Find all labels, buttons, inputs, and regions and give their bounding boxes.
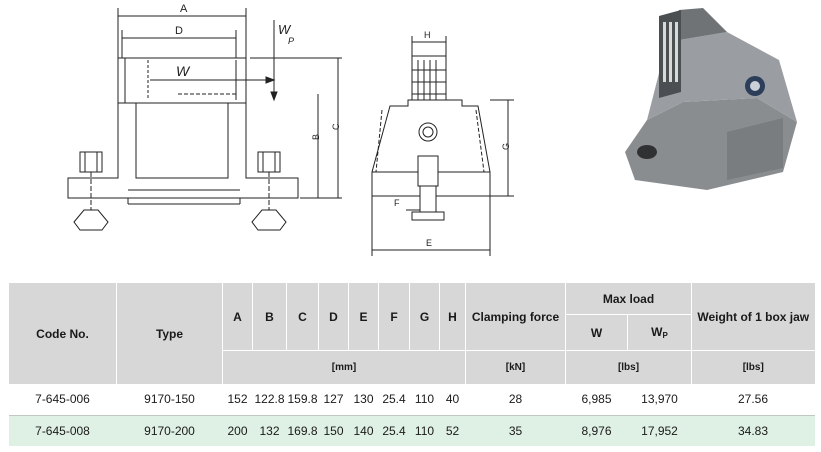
header-dim-f: F xyxy=(378,282,410,351)
header-wp: WP xyxy=(626,314,692,351)
unit-lbs-load: [lbs] xyxy=(564,350,692,384)
cell-d: 127 xyxy=(318,384,349,416)
dim-label-wp: W xyxy=(278,22,292,37)
cell-b: 122.8 xyxy=(252,384,287,416)
cell-weight: 27.56 xyxy=(691,384,815,416)
cell-code: 7-645-006 xyxy=(8,384,117,416)
header-dim-b: B xyxy=(252,282,287,351)
unit-lbs-weight: [lbs] xyxy=(691,350,815,384)
dim-label-c: C xyxy=(331,123,341,130)
cell-h: 40 xyxy=(439,384,466,416)
header-dim-e: E xyxy=(348,282,379,351)
header-dim-d: D xyxy=(318,282,349,351)
dim-label-wp-sub: P xyxy=(288,36,294,46)
header-max-load: Max load xyxy=(564,282,692,315)
unit-mm: [mm] xyxy=(222,350,466,384)
cell-f: 25.4 xyxy=(378,384,410,416)
cell-wp: 17,952 xyxy=(627,415,692,446)
cell-c: 169.8 xyxy=(286,415,319,446)
product-photo xyxy=(607,2,807,194)
spec-table: Code No. Type A B C D E F G H Clamping f… xyxy=(8,282,815,446)
dim-label-d: D xyxy=(175,25,183,37)
cell-b: 132 xyxy=(252,415,287,446)
dim-label-f: F xyxy=(394,198,400,208)
dim-label-g: G xyxy=(501,143,511,150)
dim-label-a: A xyxy=(180,3,188,15)
header-weight: Weight of 1 box jaw xyxy=(691,282,815,351)
cell-w: 6,985 xyxy=(565,384,628,416)
cell-a: 152 xyxy=(222,384,253,416)
cell-clamping: 35 xyxy=(465,415,566,446)
header-code: Code No. xyxy=(8,282,117,384)
dim-label-h: H xyxy=(424,30,431,40)
cell-clamping: 28 xyxy=(465,384,566,416)
cell-type: 9170-150 xyxy=(116,384,223,416)
cell-h: 52 xyxy=(439,415,466,446)
cell-g: 110 xyxy=(409,384,440,416)
header-dim-h: H xyxy=(439,282,466,351)
cell-w: 8,976 xyxy=(565,415,628,446)
header-w: W xyxy=(565,314,628,351)
dim-label-e: E xyxy=(426,238,432,248)
unit-kn: [kN] xyxy=(465,350,566,384)
header-dim-a: A xyxy=(222,282,253,351)
table-row: 7-645-008 9170-200 200 132 169.8 150 140… xyxy=(8,415,815,446)
header-type: Type xyxy=(116,282,223,384)
cell-c: 159.8 xyxy=(286,384,319,416)
cell-g: 110 xyxy=(409,415,440,446)
cell-d: 150 xyxy=(318,415,349,446)
cell-weight: 34.83 xyxy=(691,415,815,446)
dim-label-w: W xyxy=(176,63,191,79)
cell-code: 7-645-008 xyxy=(8,415,117,446)
cell-e: 140 xyxy=(348,415,379,446)
dim-label-b: B xyxy=(311,134,321,140)
cell-f: 25.4 xyxy=(378,415,410,446)
cell-wp: 13,970 xyxy=(627,384,692,416)
table-row: 7-645-006 9170-150 152 122.8 159.8 127 1… xyxy=(8,384,815,416)
cell-a: 200 xyxy=(222,415,253,446)
cell-type: 9170-200 xyxy=(116,415,223,446)
header-dim-c: C xyxy=(286,282,319,351)
header-dim-g: G xyxy=(409,282,440,351)
header-clamping-force: Clamping force xyxy=(465,282,566,351)
technical-drawing: A D W W P B C H G F E xyxy=(67,3,514,256)
cell-e: 130 xyxy=(348,384,379,416)
